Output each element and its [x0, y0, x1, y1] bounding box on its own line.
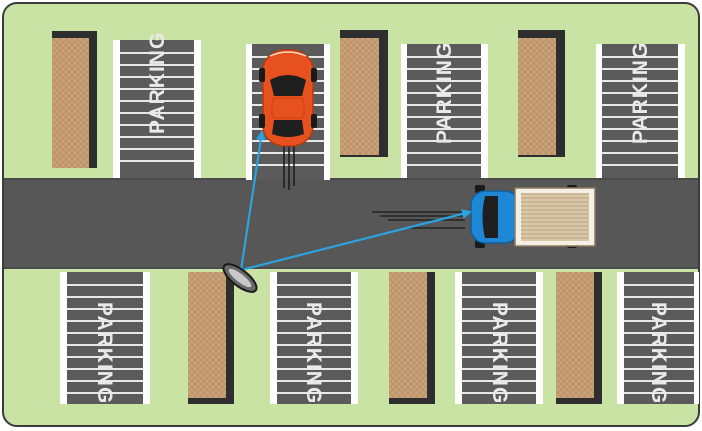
parking-label: PARKING — [647, 302, 670, 404]
parking-space: PARKING — [113, 32, 201, 178]
parking-label: PARKING — [433, 42, 456, 144]
parking-label: PARKING — [488, 302, 511, 404]
planter — [389, 272, 435, 404]
detection-arrows — [239, 130, 472, 272]
parking-label: PARKING — [629, 42, 652, 144]
parking-space: PARKING — [455, 272, 543, 404]
planter — [188, 272, 234, 404]
parking-space: PARKING — [617, 272, 699, 404]
parking-space: PARKING — [401, 42, 488, 178]
planter — [340, 30, 388, 157]
planter — [52, 31, 97, 168]
sports-car-icon — [259, 49, 317, 190]
parking-space: PARKING — [270, 272, 358, 404]
road-sensor-icon — [222, 263, 258, 293]
parking-space: PARKING — [596, 42, 685, 178]
planter — [518, 30, 565, 157]
parking-label: PARKING — [146, 32, 169, 134]
parking-space: PARKING — [60, 272, 150, 404]
planter — [556, 272, 602, 404]
parking-label: PARKING — [93, 302, 116, 404]
parking-label: PARKING — [302, 302, 325, 404]
pickup-truck-icon — [372, 185, 596, 248]
